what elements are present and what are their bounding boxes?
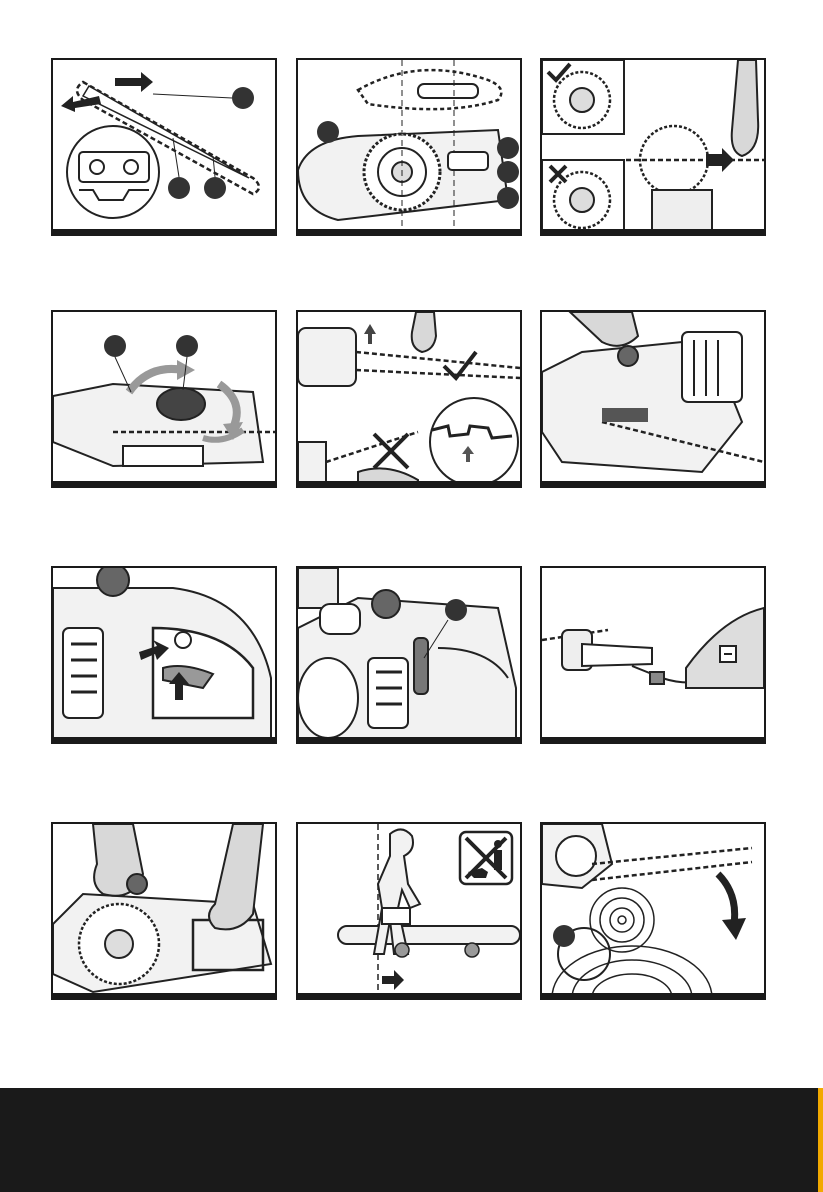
panel-cutting-log xyxy=(540,822,766,1000)
callout-circle xyxy=(445,599,467,621)
hand xyxy=(732,60,758,156)
panel-correct-incorrect-fit xyxy=(540,58,766,236)
hand xyxy=(358,468,418,486)
knob xyxy=(157,388,205,420)
callout-circle xyxy=(497,187,519,209)
callout-circle xyxy=(497,137,519,159)
panel-two-handed-grip xyxy=(51,822,277,1000)
page-footer-bar xyxy=(0,1088,823,1192)
plug xyxy=(650,672,664,684)
callout-circle xyxy=(176,335,198,357)
callout-circle xyxy=(168,177,190,199)
correct-incorrect-illustration xyxy=(542,60,764,234)
oil-window xyxy=(414,638,428,694)
inset-detail-circle xyxy=(430,398,518,486)
arrow-icon xyxy=(382,970,404,990)
tighten-knob-illustration xyxy=(53,312,275,486)
sprocket-fit-illustration xyxy=(298,60,520,234)
no-bystanders-icon xyxy=(460,832,512,884)
inset-detail-circle xyxy=(67,126,159,218)
hand xyxy=(570,312,638,346)
curved-arrow-icon xyxy=(718,874,735,924)
panel-oil-window xyxy=(296,566,522,744)
callout-circle xyxy=(497,161,519,183)
panel-lock-off-switch xyxy=(51,566,277,744)
direction-arrows xyxy=(61,72,153,112)
tension-check-illustration xyxy=(298,312,520,486)
callout-circle xyxy=(204,177,226,199)
panel-power-connection xyxy=(540,566,766,744)
panel-safe-stance xyxy=(296,822,522,1000)
callout-circle xyxy=(317,121,339,143)
hand xyxy=(412,312,436,352)
lock-off-switch-illustration xyxy=(53,568,275,742)
panel-sprocket-fit xyxy=(296,58,522,236)
power-connection-illustration xyxy=(542,568,764,742)
callout-circle xyxy=(553,925,575,947)
oil-cap xyxy=(618,346,638,366)
cutting-log-illustration xyxy=(542,824,764,998)
panel-saw-overview xyxy=(540,310,766,488)
panel-chain-tension-check xyxy=(296,310,522,488)
footer-accent-stripe xyxy=(818,1088,823,1192)
panel-tighten-knob xyxy=(51,310,277,488)
saw-overview-illustration xyxy=(542,312,764,486)
safe-stance-illustration xyxy=(298,824,520,998)
callout-circle xyxy=(104,335,126,357)
log xyxy=(338,926,520,944)
oil-window-illustration xyxy=(298,568,520,742)
cross-mark-icon xyxy=(374,434,408,468)
panel-chain-orientation xyxy=(51,58,277,236)
two-handed-grip-illustration xyxy=(53,824,275,998)
callout-circle xyxy=(232,87,254,109)
chain-orientation-illustration xyxy=(53,60,275,234)
